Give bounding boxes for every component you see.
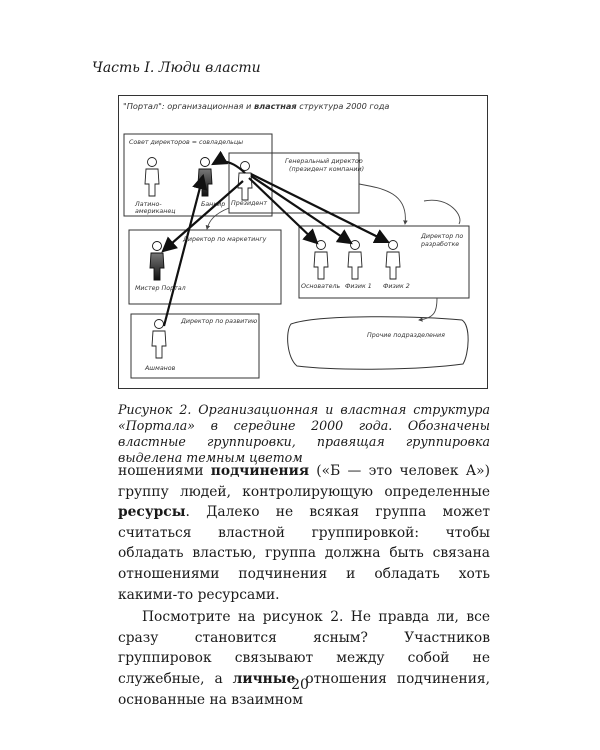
org-arrow-ceo-to-marketing	[205, 207, 230, 230]
power-arrow-president-to-founder	[248, 177, 319, 245]
body-text: ношениями подчинения («Б — это человек А…	[118, 461, 490, 710]
label-ceo-2: (президент компании)	[289, 166, 364, 173]
power-arrow-president-to-physicist-1	[250, 175, 353, 245]
power-arrow-ashmanov-to-banker	[162, 173, 208, 327]
label-latin-2: американец	[135, 208, 176, 215]
label-mister-portal: Мистер Портал	[135, 285, 186, 292]
label-president: Президент	[231, 200, 267, 207]
box-board	[123, 133, 273, 217]
box-ceo	[228, 152, 360, 214]
label-ashmanov: Ашманов	[144, 365, 176, 372]
label-founder: Основатель	[301, 283, 341, 290]
figure-org-structure: "Портал": организационная и властная стр…	[118, 95, 488, 389]
label-other: Прочие подразделения	[367, 332, 445, 339]
person-founder	[313, 240, 329, 280]
person-physicist-2	[385, 240, 401, 280]
page-number: 20	[291, 677, 309, 693]
label-development-1: Директор по	[420, 233, 463, 240]
box-development	[298, 225, 470, 299]
box-marketing	[128, 229, 282, 305]
label-physicist-1: Физик 1	[345, 283, 372, 290]
power-arrow-president-to-banker	[211, 150, 246, 174]
box-growth	[130, 313, 260, 379]
label-banker: Банкир	[201, 201, 225, 208]
figure-caption: Рисунок 2. Организационная и властная ст…	[118, 402, 490, 465]
running-head: Часть I. Люди власти	[92, 60, 261, 76]
person-president	[237, 161, 253, 201]
paragraph-1: ношениями подчинения («Б — это человек А…	[118, 463, 490, 603]
person-latin-american	[144, 157, 160, 197]
label-ceo-1: Генеральный директор	[285, 158, 363, 165]
org-chart-drawing: Совет директоров = совладельцы Генеральн…	[123, 133, 470, 379]
figure-title: "Портал": организационная и властная стр…	[123, 101, 390, 111]
org-arrow-ceo-to-development	[358, 183, 408, 225]
person-physicist-1	[347, 240, 363, 280]
org-arrow-to-other	[419, 199, 461, 320]
label-marketing: Директор по маркетингу	[182, 236, 267, 243]
label-board: Совет директоров = совладельцы	[129, 139, 243, 146]
label-growth: Директор по развитию	[180, 318, 258, 325]
paragraph-2: Посмотрите на рисунок 2. Не правда ли, в…	[118, 609, 490, 708]
label-physicist-2: Физик 2	[383, 283, 410, 290]
person-mister-portal	[149, 241, 165, 281]
box-other	[287, 316, 469, 370]
power-arrow-president-to-mister-portal	[161, 180, 244, 253]
label-latin-1: Латино-	[134, 201, 162, 208]
power-arrow-president-to-physicist-2	[250, 173, 390, 244]
label-development-2: разработке	[420, 240, 459, 248]
